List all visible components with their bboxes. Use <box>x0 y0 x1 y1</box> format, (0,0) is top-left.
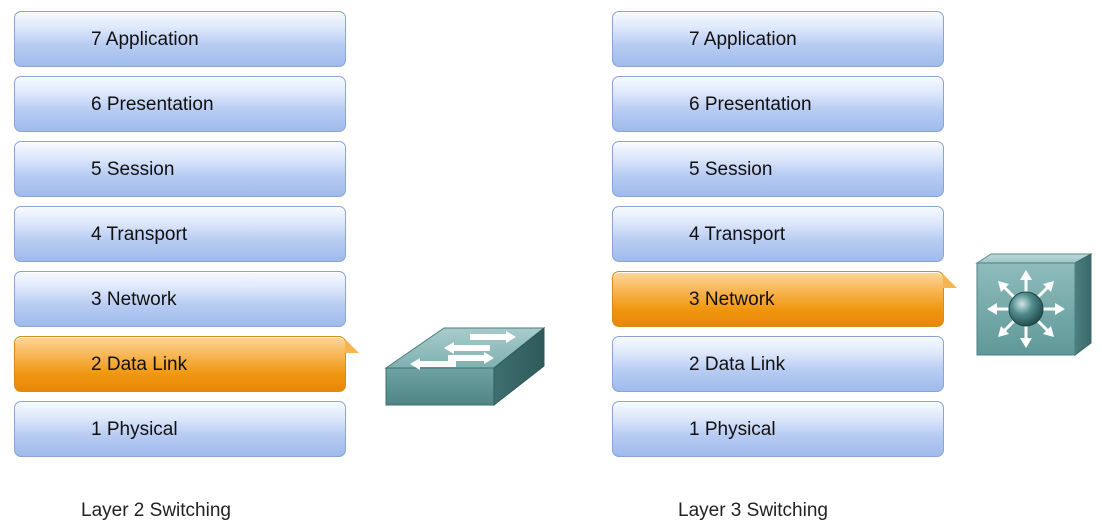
osi-stack-layer3: 7 Application 6 Presentation 5 Session 4… <box>612 11 957 466</box>
layer2-switch-icon <box>384 326 546 407</box>
layer-session: 5 Session <box>14 141 346 197</box>
layer-label: 7 Application <box>91 29 199 50</box>
layer-label: 4 Transport <box>689 224 786 245</box>
caption-layer3-switching: Layer 3 Switching <box>678 500 828 521</box>
osi-stack-layer2: 7 Application 6 Presentation 5 Session 4… <box>14 11 359 466</box>
layer-label: 3 Network <box>91 289 177 310</box>
layer-session: 5 Session <box>612 141 944 197</box>
layer-label: 7 Application <box>689 29 797 50</box>
layer-label: 6 Presentation <box>689 94 812 115</box>
layer-label: 2 Data Link <box>91 354 188 375</box>
layer-presentation: 6 Presentation <box>14 76 346 132</box>
layer-label: 5 Session <box>689 159 773 180</box>
layer-application: 7 Application <box>14 11 346 67</box>
layer-application: 7 Application <box>612 11 944 67</box>
layer-label: 3 Network <box>689 289 775 310</box>
layer-transport: 4 Transport <box>612 206 944 262</box>
layer-label: 1 Physical <box>91 419 178 440</box>
layer-physical: 1 Physical <box>14 401 346 457</box>
layer-data-link: 2 Data Link <box>612 336 944 392</box>
layer-network-highlighted: 3 Network <box>612 271 957 327</box>
layer-label: 6 Presentation <box>91 94 214 115</box>
layer-physical: 1 Physical <box>612 401 944 457</box>
layer-label: 4 Transport <box>91 224 188 245</box>
layer-network: 3 Network <box>14 271 346 327</box>
layer-presentation: 6 Presentation <box>612 76 944 132</box>
caption-layer2-switching: Layer 2 Switching <box>81 500 231 521</box>
layer-label: 2 Data Link <box>689 354 786 375</box>
multilayer-switch-icon <box>975 253 1093 356</box>
layer-label: 1 Physical <box>689 419 776 440</box>
layer-label: 5 Session <box>91 159 175 180</box>
layer-data-link-highlighted: 2 Data Link <box>14 336 359 392</box>
layer-transport: 4 Transport <box>14 206 346 262</box>
